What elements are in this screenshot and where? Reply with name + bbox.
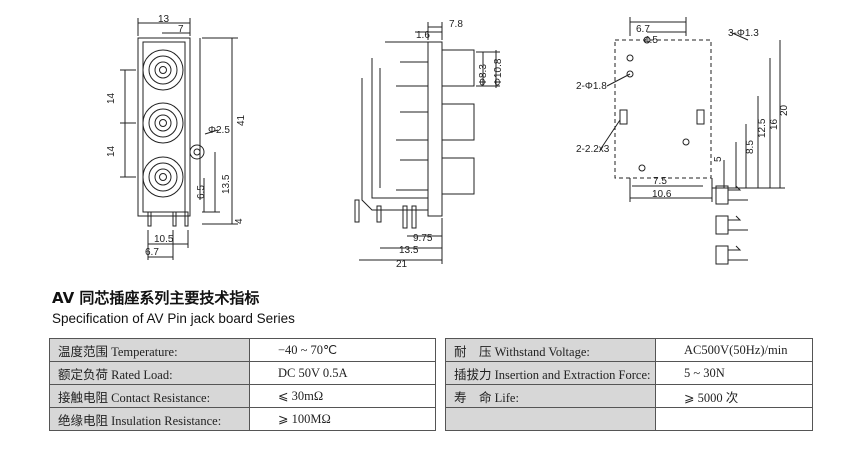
spec-table: 温度范围 Temperature: −40 ~ 70℃ 耐 压 Withstan… xyxy=(49,338,813,431)
pcb-layout xyxy=(599,17,785,265)
spec-value: ⩾ 100MΩ xyxy=(249,407,436,431)
dim-front-65: 6.5 xyxy=(196,185,207,199)
spec-label: 温度范围 Temperature: xyxy=(49,338,250,362)
spec-label: 插拔力 Insertion and Extraction Force: xyxy=(445,361,656,385)
dim-side-21: 21 xyxy=(396,259,408,270)
spec-gap xyxy=(435,407,446,431)
dim-pcb-3phi13: 3-Φ1.3 xyxy=(728,28,759,39)
table-row: 温度范围 Temperature: −40 ~ 70℃ 耐 压 Withstan… xyxy=(49,338,813,362)
spec-value xyxy=(655,407,813,431)
front-view xyxy=(120,18,238,260)
spec-label: 额定负荷 Rated Load: xyxy=(49,361,250,385)
dim-pcb-16: 16 xyxy=(769,118,780,130)
dim-side-phi108: Φ10.8 xyxy=(493,58,504,86)
dim-pcb-20: 20 xyxy=(779,104,790,116)
dim-pcb-75: 7.5 xyxy=(653,176,667,187)
dim-pcb-5: 5 xyxy=(713,156,724,162)
spec-gap xyxy=(435,338,446,362)
spec-value: ⩾ 5000 次 xyxy=(655,384,813,408)
dim-pcb-45: 4.5 xyxy=(644,35,658,46)
dim-pcb-125: 12.5 xyxy=(757,118,768,138)
dim-side-16: 1.6 xyxy=(416,30,430,41)
table-row: 额定负荷 Rated Load: DC 50V 0.5A 插拔力 Inserti… xyxy=(49,361,813,385)
dim-front-phi25: Φ2.5 xyxy=(208,125,230,136)
spec-value: −40 ~ 70℃ xyxy=(249,338,436,362)
technical-drawing: 13 7 14 14 41 Φ2.5 13.5 6.5 4 10.5 6.7 1… xyxy=(106,14,790,270)
dim-side-975: 9.75 xyxy=(413,233,433,244)
dim-side-135: 13.5 xyxy=(399,245,419,256)
dim-pcb-85: 8.5 xyxy=(745,140,756,154)
spec-label: 绝缘电阻 Insulation Resistance: xyxy=(49,407,250,431)
dim-pcb-222x3: 2-2.2x3 xyxy=(576,144,610,155)
dim-front-13: 13 xyxy=(158,14,170,25)
spec-gap xyxy=(435,384,446,408)
spec-label: 接触电阻 Contact Resistance: xyxy=(49,384,250,408)
spec-value: 5 ~ 30N xyxy=(655,361,813,385)
spec-title-cn: AV 同芯插座系列主要技术指标 xyxy=(52,289,260,307)
dim-pcb-106: 10.6 xyxy=(652,189,672,200)
spec-label xyxy=(445,407,656,431)
spec-label: 寿 命 Life: xyxy=(445,384,656,408)
dim-front-14a: 14 xyxy=(106,92,117,104)
dim-front-4: 4 xyxy=(234,218,245,224)
dim-pcb-67: 6.7 xyxy=(636,24,650,35)
dim-side-78: 7.8 xyxy=(449,19,463,30)
dim-pcb-2phi18: 2-Φ1.8 xyxy=(576,81,607,92)
table-row: 接触电阻 Contact Resistance: ⩽ 30mΩ 寿 命 Life… xyxy=(49,384,813,408)
dim-front-14b: 14 xyxy=(106,145,117,157)
table-row: 绝缘电阻 Insulation Resistance: ⩾ 100MΩ xyxy=(49,407,813,431)
dim-side-phi83: Φ8.3 xyxy=(478,64,489,86)
spec-label: 耐 压 Withstand Voltage: xyxy=(445,338,656,362)
spec-value: ⩽ 30mΩ xyxy=(249,384,436,408)
spec-title-en: Specification of AV Pin jack board Serie… xyxy=(52,311,295,326)
dim-front-135: 13.5 xyxy=(221,174,232,194)
dim-front-7: 7 xyxy=(178,24,184,35)
dim-front-41: 41 xyxy=(236,114,247,126)
dim-front-67: 6.7 xyxy=(145,247,159,258)
spec-value: AC500V(50Hz)/min xyxy=(655,338,813,362)
dim-front-105: 10.5 xyxy=(154,234,174,245)
spec-gap xyxy=(435,361,446,385)
spec-value: DC 50V 0.5A xyxy=(249,361,436,385)
side-view xyxy=(354,22,500,264)
